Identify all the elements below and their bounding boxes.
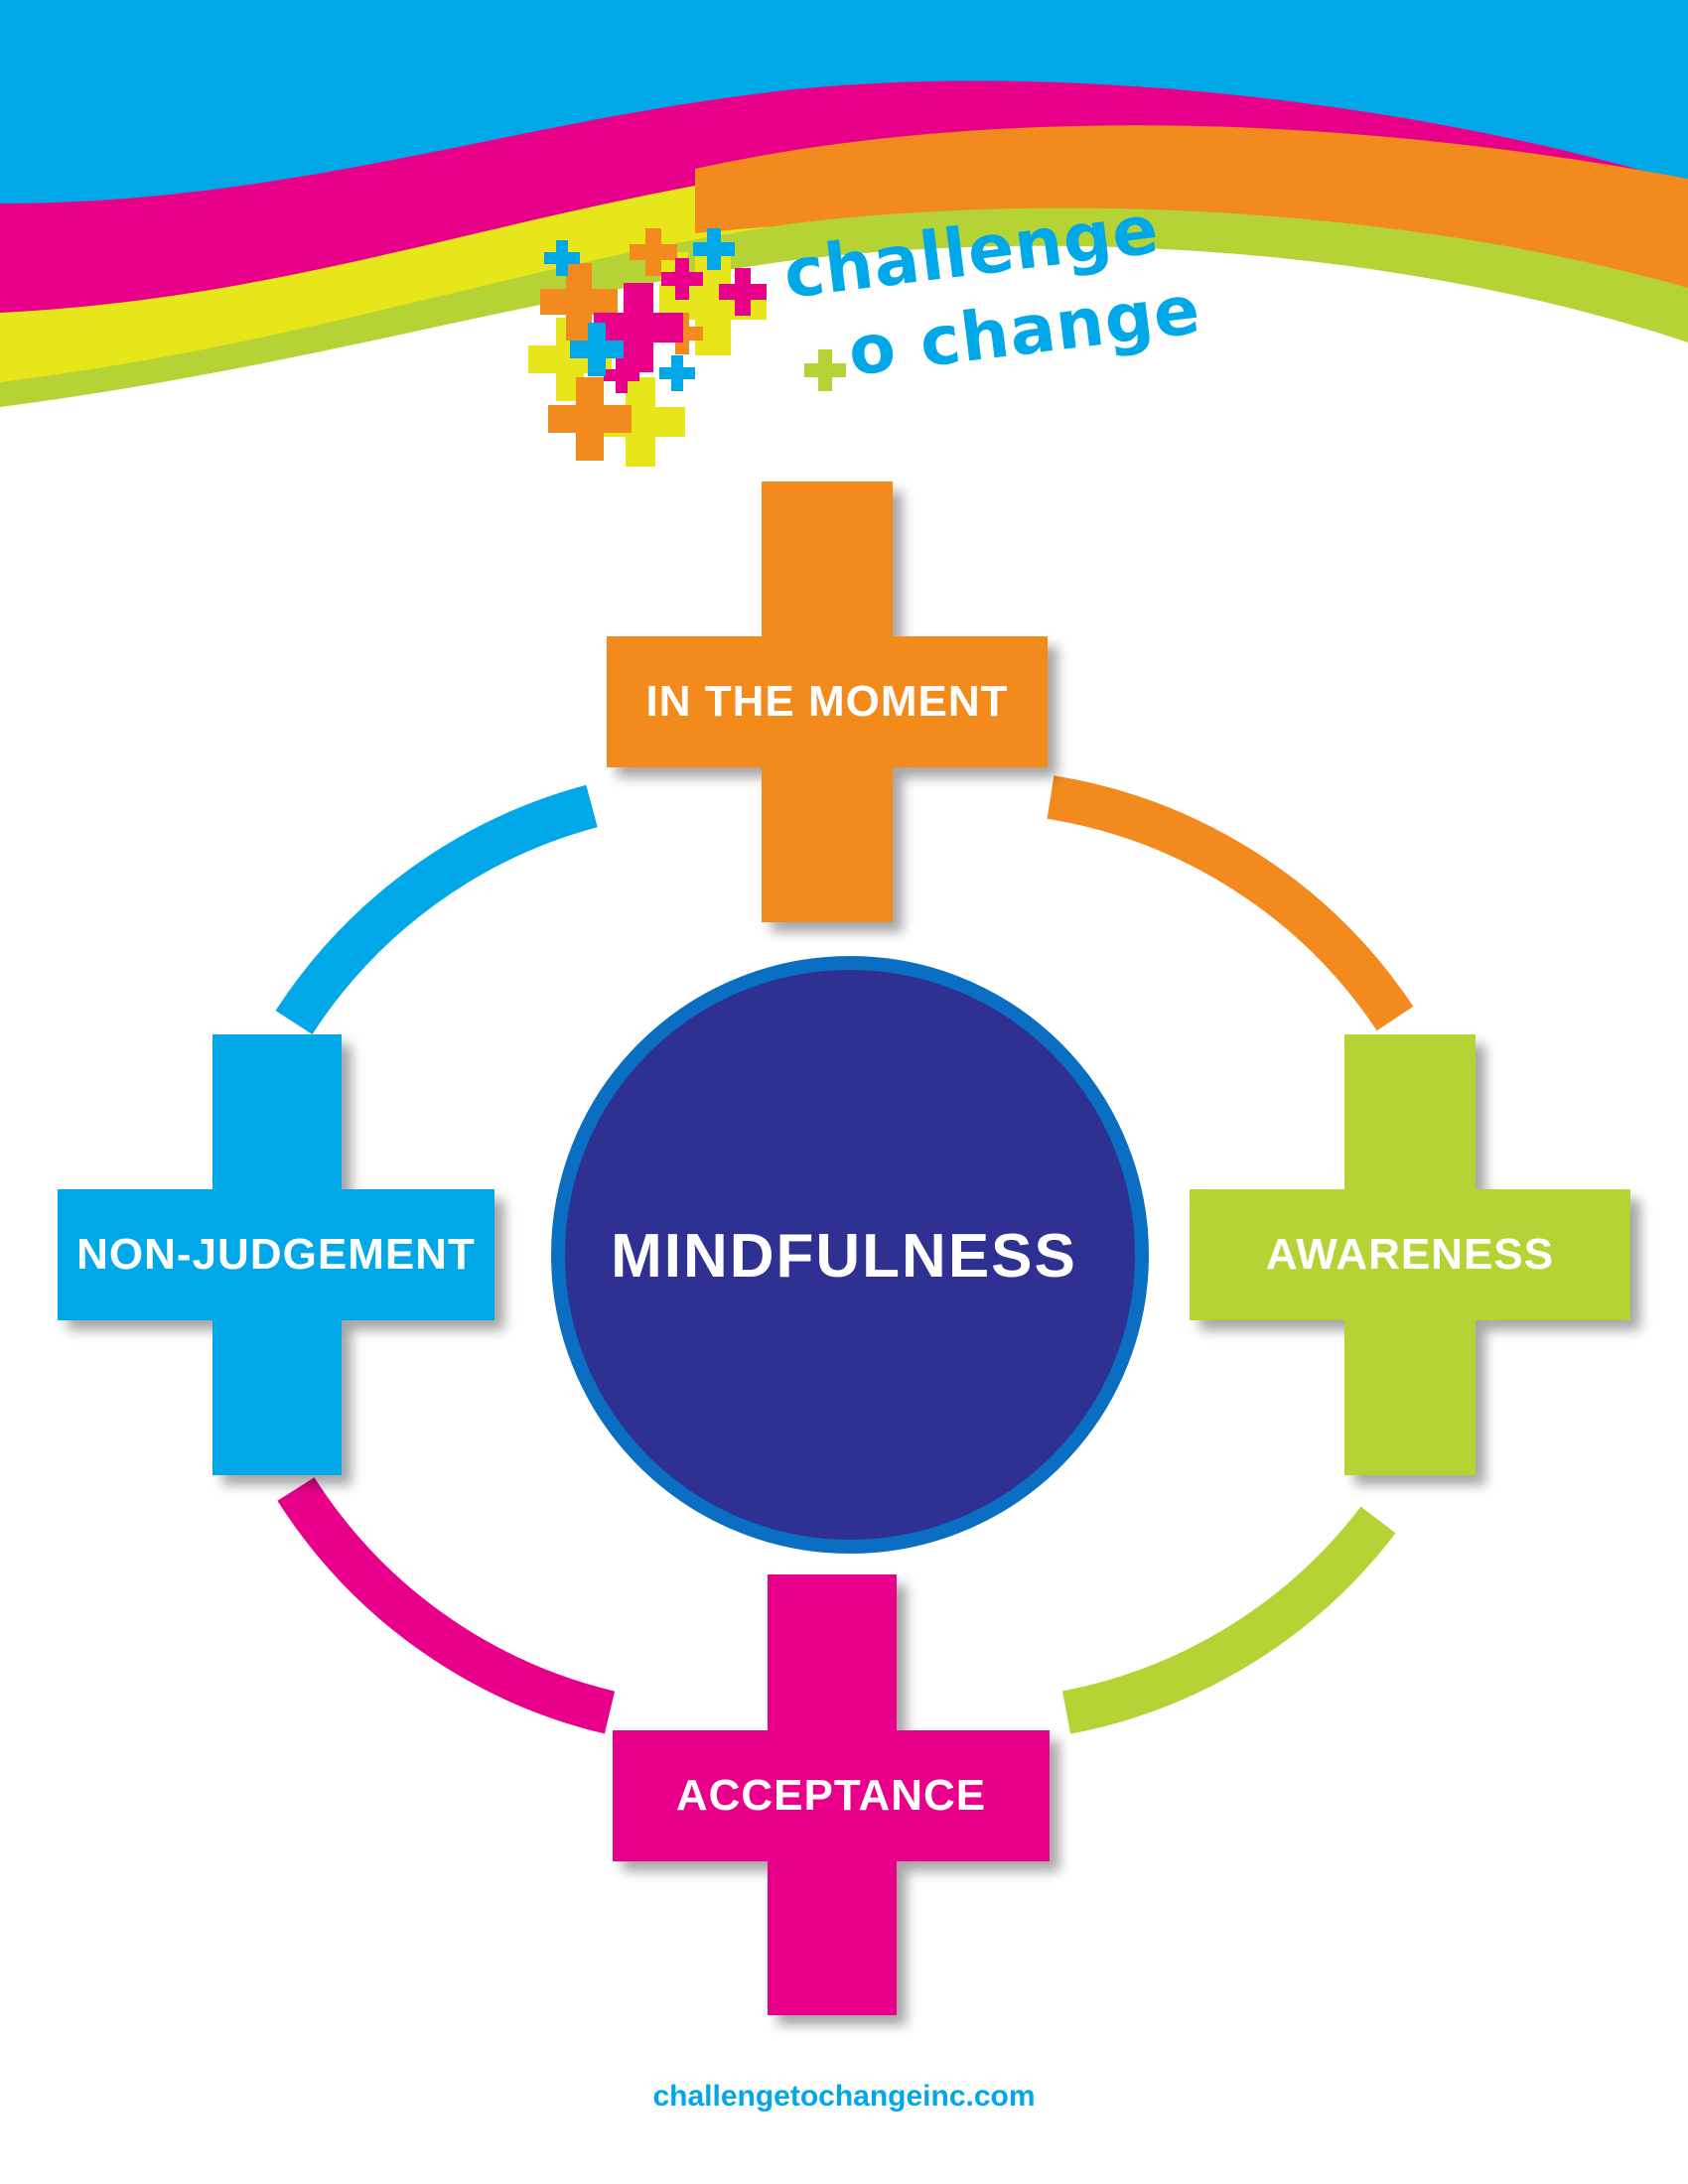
center-label: MINDFULNESS [611, 1221, 1077, 1291]
node-label-in-the-moment: IN THE MOMENT [645, 677, 1009, 726]
arc-magenta [277, 1477, 616, 1734]
ring-arcs [275, 775, 1414, 1734]
plus-left [58, 1034, 494, 1475]
node-label-awareness: AWARENESS [1265, 1230, 1555, 1279]
node-label-non-judgement: NON-JUDGEMENT [76, 1230, 476, 1279]
footer-url[interactable]: challengetochangeinc.com [652, 2080, 1036, 2113]
arc-green [1061, 1506, 1396, 1734]
plus-right [1190, 1034, 1630, 1475]
arc-blue [275, 784, 598, 1034]
node-label-acceptance: ACCEPTANCE [675, 1771, 987, 1820]
center-circle [551, 956, 1149, 1554]
plus-bottom [613, 1574, 1050, 2015]
arc-orange [1047, 775, 1414, 1031]
plus-top [607, 481, 1048, 922]
logo-plus-cluster-icon [528, 228, 846, 467]
